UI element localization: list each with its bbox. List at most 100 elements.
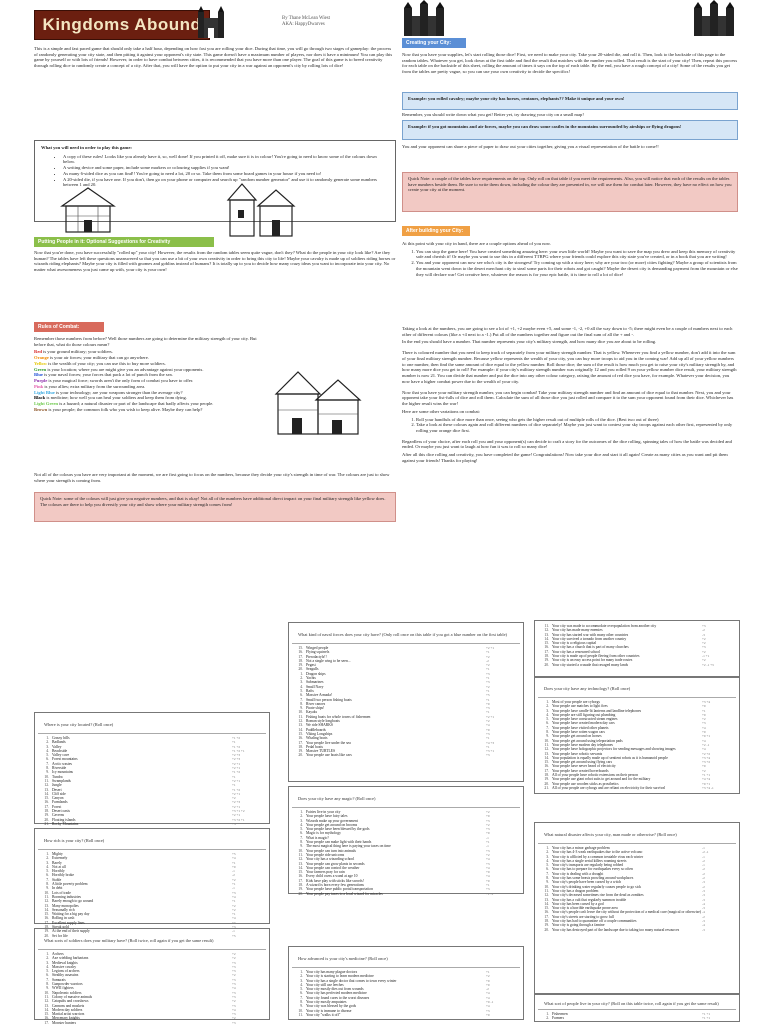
table-row: 21.Rocky Mountains+3 <box>38 822 266 826</box>
row-effect: +1 <box>486 970 490 974</box>
example-2-text: Example: if you got mountains and air fo… <box>408 124 682 129</box>
table-row: 10.Your city's drinking water regularly … <box>538 885 736 889</box>
row-effect: -1 <box>486 835 489 840</box>
colour-legend: Red is your ground military; your soldie… <box>34 349 264 412</box>
row-effect: +3 +2 <box>702 760 711 765</box>
table-row: 7.Stable+2 <box>38 878 266 882</box>
row-effect: -3 <box>702 880 705 885</box>
row-number: 15. <box>44 1012 49 1017</box>
needs-list: A copy of these rules! Looks like you al… <box>41 154 389 188</box>
table-disaster: What natural disaster affects your city,… <box>534 822 740 994</box>
table-row: 17.Monster hunters+3 <box>38 1021 266 1024</box>
table-row: 10.Napoleonic soldiers+3 <box>38 991 266 995</box>
row-effect: +3 <box>702 624 706 628</box>
row-effect: -3 <box>702 632 705 637</box>
table-row: 20.Floating islands+3 +2 +1 <box>38 818 266 822</box>
row-number: 4. <box>46 964 49 969</box>
row-text: Colony of massive animals <box>52 994 93 999</box>
colour-item-blue: Blue is your naval forces; your forces t… <box>34 372 173 378</box>
option-item: You can stop the game here! You have cre… <box>416 249 738 260</box>
row-effect: +3 <box>232 994 236 999</box>
row-effect: -1 <box>486 844 489 849</box>
table-row: 1.Fishermen+1 +1 <box>538 1012 736 1016</box>
table-people: What sort of people live in your city? (… <box>534 994 740 1022</box>
variation-item: Roll your handfuls of dice more than onc… <box>416 417 738 423</box>
row-number: 15. <box>544 906 549 911</box>
row-text: Your city's people have been cursed by a… <box>552 880 622 885</box>
row-text: Horribly <box>52 869 65 874</box>
row-text: Your people have modern day telephones <box>552 742 613 747</box>
row-effect: +4 <box>486 865 490 870</box>
table-heading: What sorts of soldiers does your militar… <box>38 932 266 950</box>
table-row: 1.Archers+2 <box>38 952 266 956</box>
row-effect: +3 +2 +1 <box>232 817 245 822</box>
row-number: 12. <box>44 899 49 904</box>
row-effect: -2 <box>702 871 705 876</box>
row-text: Tundra <box>52 774 63 779</box>
row-effect: +3 <box>232 1020 236 1024</box>
row-text: Desert oasis <box>52 809 70 814</box>
row-text: Your city has a cult that regularly summ… <box>552 897 627 902</box>
row-text: Your people get around using flying cars <box>552 760 613 765</box>
combat-quick-note: Quick Note: some of the colours will jus… <box>34 492 396 522</box>
row-text: Your city found cures to the worst disea… <box>306 995 370 1000</box>
row-effect: -2 <box>486 987 489 992</box>
row-effect: +1 +1 <box>702 1016 711 1021</box>
row-number: 7. <box>546 871 549 876</box>
row-number: 6. <box>46 973 49 978</box>
row-number: 7. <box>300 697 303 702</box>
row-text: Your people can turn into animals <box>306 848 356 853</box>
row-text: Excellent supply lines <box>52 920 85 925</box>
author-aka: AKA: HappyDwarves <box>282 21 325 27</box>
table-row: 19.Massive TURTLES+3 +1 <box>292 749 520 753</box>
row-effect: +1 <box>232 912 236 917</box>
table-row: 7.Small two person fishing boats+1 <box>292 698 520 702</box>
row-text: Modern day soldiers <box>52 1007 83 1012</box>
row-text: Your city is starting to learn modern me… <box>306 974 374 979</box>
table-row: 18.Your city is made up of people fleein… <box>538 654 736 658</box>
row-text: Your city is going through a famine <box>552 923 605 928</box>
row-text: We ride SHARKS <box>306 723 333 728</box>
row-effect: +3 <box>232 1003 236 1008</box>
row-number: 5. <box>46 869 49 874</box>
row-effect: +1 <box>486 883 490 888</box>
table-row: 10.Your people can turn into animals+3 <box>292 849 520 853</box>
row-number: 18. <box>44 925 49 930</box>
row-text: Your people have fairy tales <box>306 814 348 819</box>
row-text: Your city has to prepare for earthquakes… <box>552 867 633 872</box>
row-number: 6. <box>46 873 49 878</box>
table-row: 10.Your people get around using teleport… <box>538 739 736 743</box>
row-effect: +1 <box>232 899 236 904</box>
row-text: Your city is a religious capital <box>552 641 597 646</box>
author: By Thane McLean Wiest <box>282 16 330 21</box>
row-number: 19. <box>544 658 549 663</box>
row-effect: +4 <box>486 991 490 996</box>
row-number: 12. <box>298 857 303 862</box>
row-effect: +3 +1 <box>486 749 495 754</box>
row-number: 1. <box>546 1012 549 1016</box>
table-row: 13.Your people have robotic servants+2 +… <box>538 752 736 756</box>
table-row: 4.Small Navy+2 <box>292 685 520 689</box>
table-row: 4.Your people are still figuring out plu… <box>538 713 736 717</box>
row-number: 10. <box>298 710 303 715</box>
row-number: 14. <box>544 755 549 760</box>
row-effect: +3 <box>232 960 236 965</box>
combat-detail-p4: Now that you have your military strength… <box>402 389 734 407</box>
table-soldiers: What sorts of soldiers does your militar… <box>34 928 270 1024</box>
row-effect: -3 <box>702 927 705 932</box>
row-text: Canyon <box>52 796 64 801</box>
table-row: 6.Magic is for mythology+0 <box>292 831 520 835</box>
row-text: Floating islands <box>52 817 76 822</box>
row-effect: +1 +1 <box>702 1012 711 1016</box>
table-row: 7.Samurais+3 <box>38 978 266 982</box>
table-row: 16.Whaling boats+1 <box>292 736 520 740</box>
creating-section: Now that you have your supplies, let's s… <box>402 52 738 77</box>
row-text: Your city has started war with many othe… <box>552 632 629 637</box>
row-text: Your people use giant robot suits to get… <box>552 777 651 782</box>
after-building-options: You can stop the game here! You have cre… <box>402 249 738 278</box>
row-effect: +4 <box>486 857 490 862</box>
row-number: 7. <box>546 725 549 730</box>
row-number: 10. <box>44 890 49 895</box>
row-effect: +3 <box>486 753 490 758</box>
row-text: Your population is equally made up of se… <box>552 755 668 760</box>
